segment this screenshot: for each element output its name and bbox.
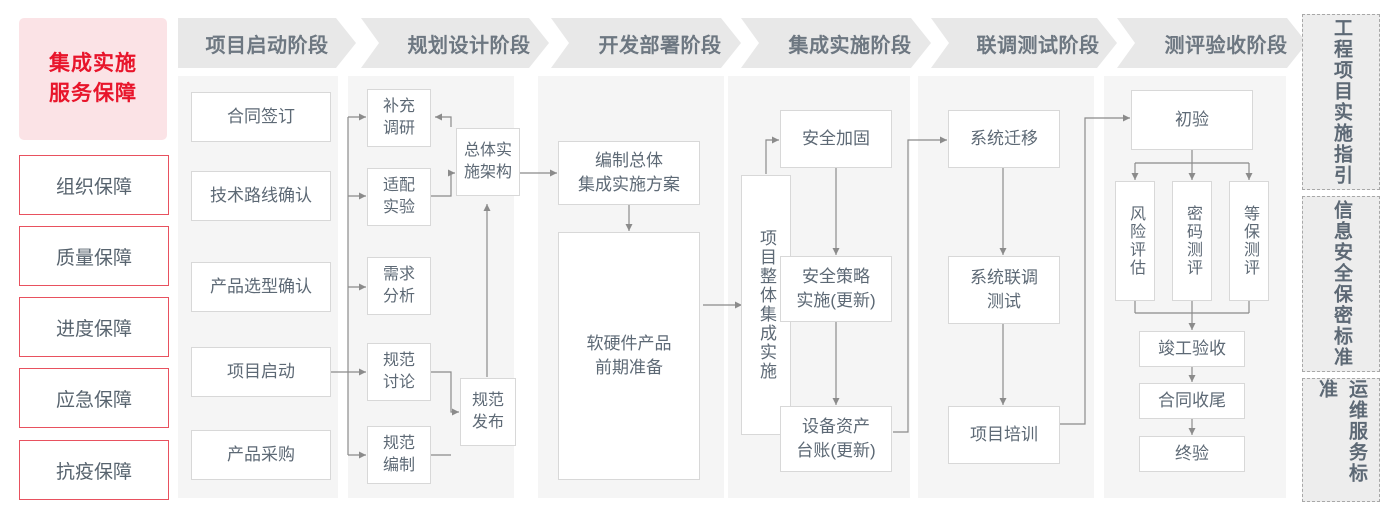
- node-p2-4[interactable]: 规范 编制: [367, 426, 431, 484]
- node-p1-3[interactable]: 项目启动: [191, 347, 331, 397]
- guarantee-item-label: 组织保障: [55, 176, 132, 198]
- node-p2-5[interactable]: 总体实 施架构: [456, 128, 520, 196]
- node-p2-6[interactable]: 规范 发布: [460, 378, 516, 446]
- node-p6-5[interactable]: 合同收尾: [1139, 383, 1245, 419]
- phase-header-2[interactable]: 规划设计阶段: [361, 18, 549, 68]
- node-label: 总体实 施架构: [463, 142, 512, 181]
- node-p5-2[interactable]: 项目培训: [948, 406, 1060, 464]
- node-label: 安全加固: [802, 129, 870, 148]
- node-label: 编制总体 集成实施方案: [578, 151, 680, 194]
- node-label: 初验: [1175, 110, 1209, 129]
- node-p3-0[interactable]: 编制总体 集成实施方案: [558, 141, 700, 205]
- node-label: 等保测评: [1241, 205, 1258, 277]
- phase-title: 规划设计阶段: [407, 34, 531, 57]
- node-label: 规范 编制: [382, 435, 415, 474]
- node-label: 补充 调研: [382, 98, 415, 137]
- node-label: 规范 讨论: [382, 352, 415, 391]
- phase-header-6[interactable]: 测评验收阶段: [1117, 18, 1307, 68]
- node-label: 安全策略 实施(更新): [796, 267, 876, 310]
- node-p2-0[interactable]: 补充 调研: [367, 89, 431, 147]
- standard-panel-0[interactable]: 工程项目实施指引: [1302, 14, 1380, 190]
- node-p2-2[interactable]: 需求 分析: [367, 257, 431, 315]
- node-p1-4[interactable]: 产品采购: [191, 430, 331, 480]
- node-p6-0[interactable]: 初验: [1131, 90, 1253, 150]
- standard-panel-label: 工程项目实施指引: [1331, 18, 1352, 186]
- node-p6-6[interactable]: 终验: [1139, 436, 1245, 472]
- node-label: 项目培训: [970, 425, 1038, 444]
- phase-title: 测评验收阶段: [1164, 34, 1288, 57]
- phase-title: 集成实施阶段: [788, 34, 912, 57]
- node-label: 项目整体集成实施: [757, 229, 776, 381]
- node-label: 产品采购: [227, 445, 295, 464]
- guarantee-item-label: 质量保障: [55, 247, 132, 269]
- node-label: 系统联调 测试: [970, 268, 1038, 311]
- node-label: 系统迁移: [970, 129, 1038, 148]
- node-p3-1[interactable]: 软硬件产品 前期准备: [558, 232, 700, 480]
- left-panel-header-label: 集成实施 服务保障: [49, 52, 137, 105]
- node-p6-2[interactable]: 密码测评: [1172, 181, 1212, 301]
- node-p5-0[interactable]: 系统迁移: [948, 110, 1060, 168]
- node-p4-1[interactable]: 安全加固: [780, 110, 892, 168]
- guarantee-item-label: 抗疫保障: [55, 461, 132, 483]
- phase-title: 联调测试阶段: [976, 34, 1100, 57]
- phase-header-4[interactable]: 集成实施阶段: [741, 18, 931, 68]
- node-label: 需求 分析: [382, 266, 415, 305]
- node-label: 竣工验收: [1158, 339, 1226, 358]
- guarantee-item-3[interactable]: 应急保障: [19, 368, 169, 428]
- node-p5-1[interactable]: 系统联调 测试: [948, 256, 1060, 324]
- node-p4-3[interactable]: 设备资产 台账(更新): [780, 406, 892, 472]
- standard-panel-1[interactable]: 信息安全保密标准: [1302, 196, 1380, 372]
- node-p6-1[interactable]: 风险评估: [1115, 181, 1155, 301]
- node-label: 设备资产 台账(更新): [796, 417, 876, 460]
- node-label: 项目启动: [227, 362, 295, 381]
- node-label: 软硬件产品 前期准备: [586, 334, 672, 377]
- node-label: 规范 发布: [471, 392, 504, 431]
- node-p2-3[interactable]: 规范 讨论: [367, 343, 431, 401]
- phase-header-5[interactable]: 联调测试阶段: [931, 18, 1117, 68]
- node-label: 密码测评: [1184, 205, 1201, 277]
- phase-header-3[interactable]: 开发部署阶段: [551, 18, 741, 68]
- standard-panel-2[interactable]: 运维服务标准: [1302, 378, 1380, 502]
- node-p1-2[interactable]: 产品选型确认: [191, 262, 331, 312]
- node-p1-1[interactable]: 技术路线确认: [191, 171, 331, 221]
- node-p2-1[interactable]: 适配 实验: [367, 168, 431, 226]
- standard-panel-label: 运维服务标准: [1316, 379, 1367, 484]
- phase-title: 开发部署阶段: [598, 34, 722, 57]
- left-panel-header: 集成实施 服务保障: [19, 18, 167, 140]
- guarantee-item-1[interactable]: 质量保障: [19, 226, 169, 286]
- node-label: 合同收尾: [1158, 391, 1226, 410]
- node-label: 风险评估: [1127, 205, 1144, 277]
- node-label: 适配 实验: [382, 177, 415, 216]
- node-label: 终验: [1175, 444, 1209, 463]
- guarantee-item-4[interactable]: 抗疫保障: [19, 440, 169, 500]
- node-p6-3[interactable]: 等保测评: [1229, 181, 1269, 301]
- node-p6-4[interactable]: 竣工验收: [1139, 331, 1245, 367]
- guarantee-item-label: 应急保障: [55, 389, 132, 411]
- phase-title: 项目启动阶段: [205, 34, 329, 57]
- node-label: 技术路线确认: [210, 186, 312, 205]
- node-label: 合同签订: [227, 107, 295, 126]
- guarantee-item-0[interactable]: 组织保障: [19, 155, 169, 215]
- node-label: 产品选型确认: [210, 277, 312, 296]
- guarantee-item-2[interactable]: 进度保障: [19, 297, 169, 357]
- node-p4-2[interactable]: 安全策略 实施(更新): [780, 256, 892, 322]
- phase-header-1[interactable]: 项目启动阶段: [178, 18, 356, 68]
- node-p1-0[interactable]: 合同签订: [191, 92, 331, 142]
- guarantee-item-label: 进度保障: [55, 318, 132, 340]
- standard-panel-label: 信息安全保密标准: [1331, 200, 1352, 368]
